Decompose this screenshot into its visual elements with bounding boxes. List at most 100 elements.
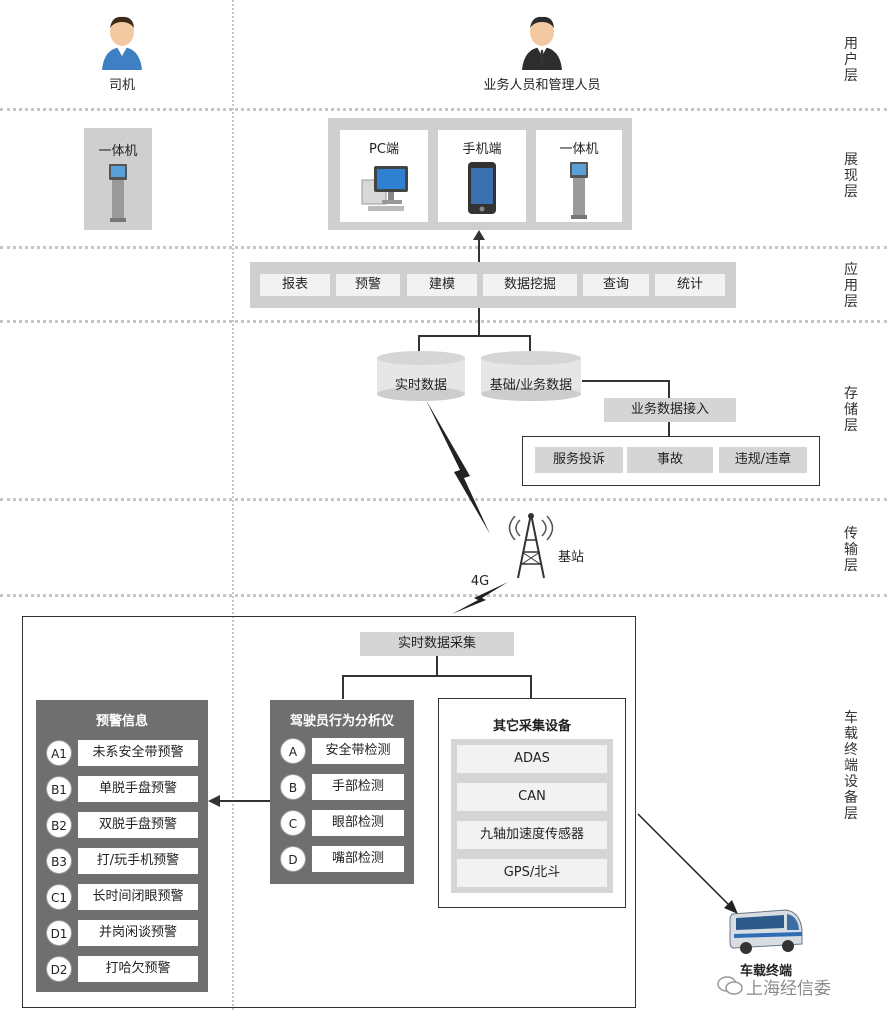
layer-label-app: 应用层 [844,262,858,310]
connector [478,308,480,336]
device-item: ADAS [457,745,607,773]
device-item: CAN [457,783,607,811]
warning-code: B3 [46,848,72,874]
app-item: 统计 [655,274,725,296]
driver-avatar-icon [102,16,142,70]
connector [418,335,420,353]
kiosk-label: 一体机 [559,142,599,157]
layer-divider [0,108,887,111]
connector [478,238,480,264]
layer-divider [0,498,887,501]
warning-code: B2 [46,812,72,838]
analyzer-item: 嘴部检测 [312,846,404,872]
warning-panel: 预警信息 A1 未系安全带预警 B1 单脱手盘预警 B2 双脱手盘预警 B3 打… [36,700,208,992]
network-label: 4G [470,574,490,589]
warning-item: 双脱手盘预警 [78,812,198,838]
device-item: GPS/北斗 [457,859,607,887]
pc-label: PC端 [369,142,399,157]
arrow-to-vehicle-icon [637,813,738,914]
vehicle-terminal-label: 车载终端 [739,964,792,979]
analyzer-title: 驾驶员行为分析仪 [289,714,394,729]
warning-code: C1 [46,884,72,910]
analyzer-code: B [280,774,306,800]
layer-divider [0,320,887,323]
terminal-frame [22,616,636,1008]
data-access-box: 业务数据接入 [604,398,736,422]
app-item: 建模 [407,274,477,296]
connector [530,675,532,699]
app-item: 查询 [583,274,649,296]
pc-icon [361,166,408,211]
connector [342,675,532,677]
analyzer-code: D [280,846,306,872]
warning-code: B1 [46,776,72,802]
kiosk-icon [570,162,588,219]
other-devices-box: 其它采集设备 ADAS CAN 九轴加速度传感器 GPS/北斗 [438,698,626,908]
analyzer-code: C [280,810,306,836]
phone-label: 手机端 [462,142,502,157]
kiosk-icon [109,164,127,222]
arrow-left-icon [208,795,220,807]
data-source-item: 服务投诉 [535,447,623,473]
warning-code: D1 [46,920,72,946]
app-panel: 报表 预警 建模 数据挖掘 查询 统计 [250,262,736,308]
connector [668,422,670,436]
app-item: 数据挖掘 [483,274,577,296]
bus-icon [729,909,803,954]
wechat-icon [717,976,743,995]
data-sources-box: 服务投诉 事故 违规/违章 [522,436,820,486]
warning-item: 打哈欠预警 [78,956,198,982]
phone-icon [468,162,496,214]
warning-item: 单脱手盘预警 [78,776,198,802]
warning-item: 并岗闲谈预警 [78,920,198,946]
layer-label-transport: 传输层 [844,526,858,574]
realtime-db-label: 实时数据 [394,378,447,393]
kiosk-label: 一体机 [98,144,138,159]
base-station-icon [508,513,554,579]
layer-divider [0,246,887,249]
connector [342,675,344,699]
analyzer-code: A [280,738,306,764]
connector [418,335,530,337]
device-item: 九轴加速度传感器 [457,821,607,849]
data-source-item: 事故 [627,447,713,473]
arrow-up-icon [473,230,485,240]
connector [668,380,670,398]
analyzer-panel: 驾驶员行为分析仪 A 安全带检测 B 手部检测 C 眼部检测 D 嘴部检测 [270,700,414,884]
pc-box: PC端 [340,130,428,222]
data-source-item: 违规/违章 [719,447,807,473]
base-station-label: 基站 [558,550,585,565]
driver-label: 司机 [108,78,135,93]
business-db-label: 基础/业务数据 [489,378,573,393]
layer-divider [0,594,887,597]
connector [582,380,670,382]
realtime-collect-box: 实时数据采集 [360,632,514,656]
staff-avatar-icon [522,16,562,70]
warning-title: 预警信息 [95,714,148,729]
analyzer-item: 手部检测 [312,774,404,800]
app-item: 报表 [260,274,330,296]
display-panel: PC端 手机端 一体机 [328,118,632,230]
watermark-text: 上海经信委 [746,979,831,999]
other-devices-list: ADAS CAN 九轴加速度传感器 GPS/北斗 [451,739,613,893]
phone-box: 手机端 [438,130,526,222]
analyzer-item: 安全带检测 [312,738,404,764]
connector [436,656,438,676]
4g-link-icon [452,582,508,614]
analyzer-item: 眼部检测 [312,810,404,836]
business-db-icon [481,351,581,401]
realtime-db-icon [377,351,465,401]
column-divider [232,0,234,1010]
driver-kiosk-panel: 一体机 [84,128,152,230]
connector [216,800,270,802]
layer-label-storage: 存储层 [844,386,858,434]
other-devices-title: 其它采集设备 [492,719,571,734]
connector [529,335,531,353]
warning-code: A1 [46,740,72,766]
app-item: 预警 [336,274,400,296]
kiosk-box: 一体机 [536,130,622,222]
warning-item: 未系安全带预警 [78,740,198,766]
warning-item: 打/玩手机预警 [78,848,198,874]
staff-label: 业务人员和管理人员 [483,78,601,93]
wireless-link-icon [426,400,490,534]
